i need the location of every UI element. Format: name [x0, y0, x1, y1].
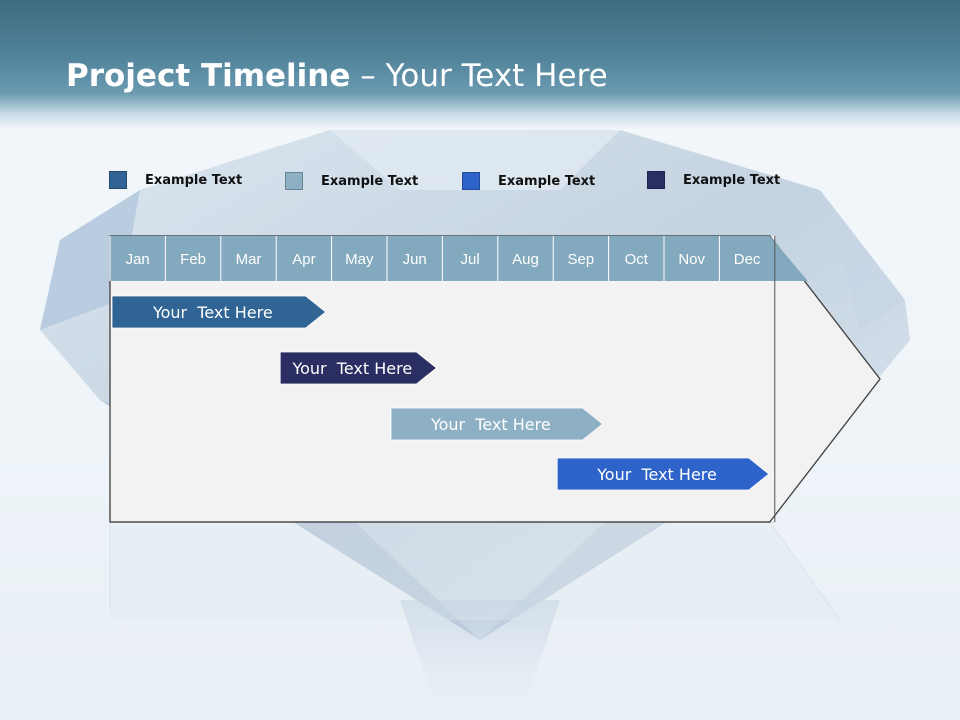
- month-label: Jan: [126, 251, 150, 268]
- task-bar-label: Your Text Here: [152, 303, 273, 322]
- legend-item: Example Text: [647, 171, 780, 189]
- month-label: Feb: [180, 251, 206, 268]
- title-bold: Project Timeline: [66, 58, 351, 94]
- legend-label: Example Text: [683, 172, 781, 188]
- task-bar-label: Your Text Here: [430, 415, 551, 434]
- header-band: [0, 0, 960, 130]
- legend-item: Example Text: [109, 171, 242, 189]
- legend-item: Example Text: [462, 172, 595, 190]
- task-bar: [279, 351, 438, 385]
- reflection-shape: [110, 522, 840, 620]
- task-bar: [111, 295, 327, 329]
- legend-swatch: [109, 171, 127, 189]
- legend-label: Example Text: [321, 173, 419, 189]
- legend-swatch: [647, 171, 665, 189]
- legend-swatch: [285, 172, 303, 190]
- month-label: Jun: [403, 251, 427, 268]
- page-title: Project Timeline – Your Text Here: [66, 58, 608, 94]
- reflection-edge: [769, 521, 841, 621]
- month-label: Mar: [236, 251, 262, 268]
- task-bar: [390, 407, 604, 441]
- task-bar-label: Your Text Here: [291, 359, 412, 378]
- timeline-reflection: [109, 521, 841, 621]
- month-label: Nov: [678, 251, 705, 268]
- task-bar: [556, 457, 770, 491]
- month-header-row: Jan Feb Mar Apr May Jun Jul Aug Sep Oct Nov Dec: [109, 236, 808, 522]
- month-label: Dec: [734, 251, 761, 268]
- month-label: Oct: [625, 251, 649, 268]
- month-header-band: [110, 236, 808, 281]
- legend-item: Example Text: [285, 172, 418, 190]
- month-label: May: [345, 251, 374, 268]
- month-label: Aug: [512, 251, 539, 268]
- legend-label: Example Text: [145, 172, 243, 188]
- task-bar-label: Your Text Here: [596, 465, 717, 484]
- legend-label: Example Text: [498, 173, 596, 189]
- month-label: Sep: [568, 251, 595, 268]
- month-label: Apr: [292, 251, 315, 268]
- title-subtitle: – Your Text Here: [350, 58, 608, 94]
- legend-swatch: [462, 172, 480, 190]
- month-label: Jul: [461, 251, 480, 268]
